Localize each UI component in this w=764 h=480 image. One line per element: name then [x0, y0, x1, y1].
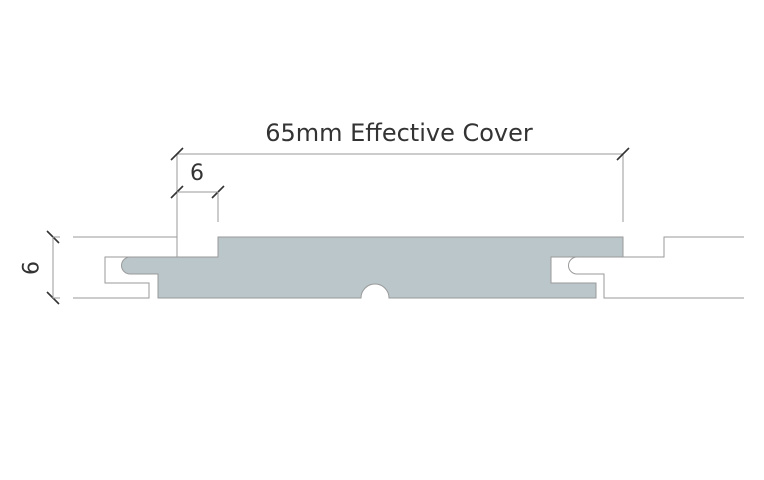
overlap-dimension: [177, 191, 219, 222]
effective-cover-dimension: [176, 153, 624, 237]
overlap-label: 6: [190, 161, 204, 186]
effective-cover-label: 65mm Effective Cover: [265, 119, 533, 147]
right-neighbour-board: [568, 236, 744, 299]
thickness-label: 9: [16, 261, 41, 275]
thickness-dimension: [52, 236, 60, 299]
main-board: [121, 236, 624, 299]
